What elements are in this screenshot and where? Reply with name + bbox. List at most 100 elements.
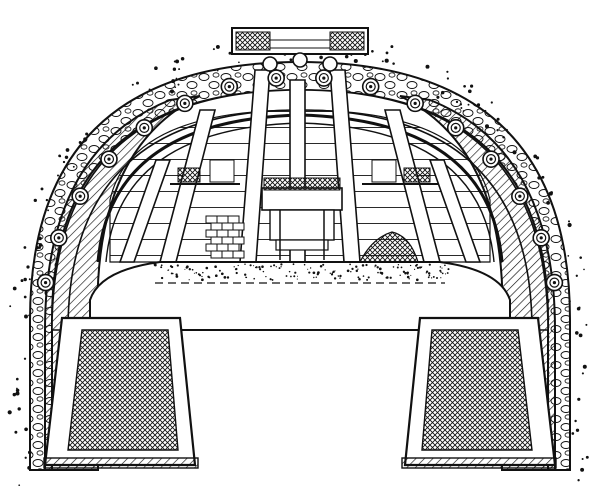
- platform-speck: [293, 275, 296, 278]
- brick: [210, 222, 223, 231]
- platform-speck: [175, 273, 178, 276]
- earth-speck: [65, 148, 70, 152]
- platform-speck: [441, 267, 443, 269]
- platform-speck: [188, 268, 191, 271]
- earth-speck: [467, 89, 472, 94]
- platform-speck: [278, 267, 281, 270]
- platform-speck: [202, 271, 204, 274]
- brick-stack: [205, 215, 245, 259]
- platform-speck: [350, 270, 352, 273]
- earth-speck: [567, 220, 571, 223]
- platform-speck: [333, 277, 337, 280]
- platform-speck: [160, 266, 163, 269]
- brick: [221, 236, 234, 245]
- platform-speck: [184, 268, 186, 270]
- platform-speck: [349, 263, 351, 266]
- platform-speck: [185, 266, 188, 269]
- earth-speck: [580, 467, 585, 472]
- left-shelf: [170, 159, 240, 185]
- platform-speck: [381, 273, 383, 275]
- bolt-rosette: [135, 119, 154, 137]
- platform-speck: [362, 275, 365, 277]
- earth-speck: [57, 174, 59, 177]
- earth-speck: [14, 430, 18, 434]
- platform-speck: [322, 263, 325, 266]
- platform-speck: [316, 273, 319, 276]
- platform-speck: [402, 270, 406, 273]
- earth-speck: [550, 191, 553, 194]
- bolt-rosette: [49, 229, 68, 247]
- brick: [216, 215, 229, 224]
- earth-speck: [384, 58, 389, 63]
- platform-speck: [374, 264, 377, 267]
- right-shaft: [401, 316, 557, 469]
- earth-speck: [23, 357, 27, 360]
- earth-speck: [62, 160, 66, 164]
- earth-speck: [579, 256, 582, 259]
- brick: [205, 215, 218, 224]
- platform-speck: [379, 271, 382, 274]
- platform-speck: [428, 263, 431, 266]
- platform-speck: [195, 271, 198, 274]
- platform-speck: [175, 275, 179, 278]
- earth-speck: [24, 314, 28, 319]
- earth-speck: [567, 222, 572, 228]
- platform-speck: [235, 271, 238, 275]
- platform-speck: [273, 264, 276, 267]
- platform-speck: [168, 269, 170, 271]
- working-platform: [89, 261, 511, 331]
- platform-speck: [176, 264, 179, 267]
- platform-speck: [337, 275, 340, 277]
- platform-speck: [220, 272, 224, 276]
- platform-speck: [441, 272, 444, 275]
- platform-speck: [244, 263, 246, 265]
- platform-speck: [358, 278, 361, 281]
- platform-speck: [315, 276, 318, 278]
- earth-speck: [9, 305, 12, 308]
- earth-speck: [585, 323, 588, 326]
- earth-speck: [24, 456, 27, 459]
- platform-speck: [154, 263, 157, 267]
- brick: [227, 243, 240, 252]
- earth-speck: [446, 70, 449, 73]
- earth-speck: [344, 54, 349, 59]
- earth-speck: [238, 61, 240, 64]
- brick: [232, 250, 245, 259]
- brick: [205, 229, 218, 238]
- central-winch-frame: [261, 177, 343, 260]
- platform-speck: [188, 279, 190, 281]
- platform-speck: [201, 278, 204, 282]
- platform-speck: [308, 271, 311, 274]
- earth-speck: [23, 246, 27, 249]
- bolt-rosette: [511, 187, 529, 206]
- left-shaft: [43, 316, 199, 469]
- platform-speck: [389, 276, 392, 279]
- platform-speck: [346, 269, 350, 273]
- inclined-struts: [118, 69, 482, 263]
- platform-speck: [170, 265, 174, 269]
- brick: [205, 243, 218, 252]
- brick: [221, 222, 234, 231]
- earth-speck: [289, 58, 293, 62]
- platform-speck: [351, 267, 354, 271]
- earth-speck: [23, 277, 27, 282]
- platform-speck: [253, 265, 255, 267]
- earth-speck: [15, 391, 20, 396]
- platform-speck: [439, 266, 442, 268]
- earth-speck: [26, 265, 30, 269]
- platform-speck: [444, 264, 446, 267]
- earth-speck: [154, 66, 158, 71]
- platform-speck: [193, 272, 195, 274]
- platform-speck: [269, 278, 272, 281]
- platform-speck: [444, 273, 447, 275]
- bolt-rosette: [361, 77, 380, 96]
- earth-speck: [446, 77, 450, 80]
- earth-speck: [172, 67, 177, 71]
- brick: [221, 250, 234, 259]
- platform-speck: [303, 263, 306, 266]
- platform-speck: [414, 268, 416, 270]
- earth-speck: [85, 132, 89, 136]
- platform-speck: [253, 277, 256, 280]
- platform-speck: [425, 270, 429, 273]
- earth-speck: [581, 457, 584, 461]
